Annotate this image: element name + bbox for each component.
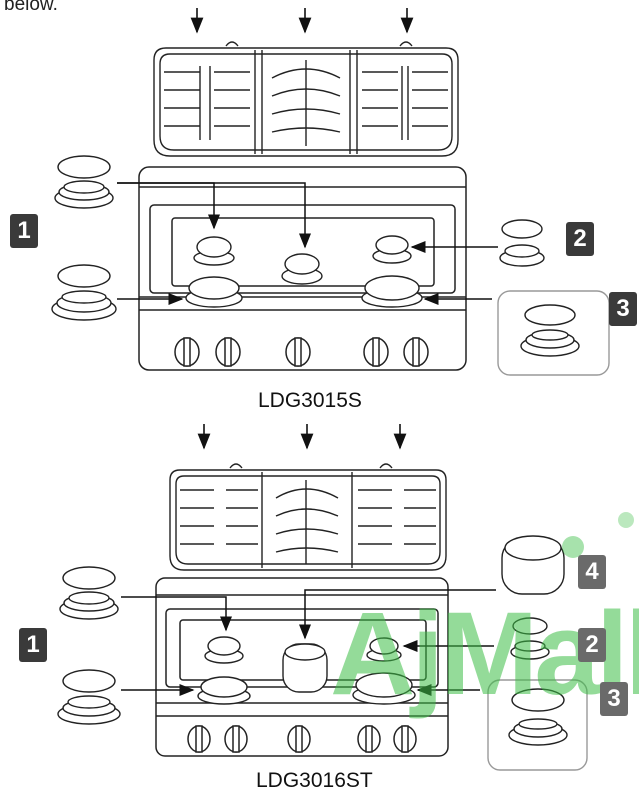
bottom-grate [169, 463, 447, 571]
callout-badge-3: 3 [600, 682, 628, 716]
bottom-knobs [187, 725, 417, 753]
bottom-burners [197, 636, 416, 705]
intro-text: below. [4, 0, 58, 15]
callout-badge-2: 2 [566, 222, 594, 256]
watermark-dot [618, 512, 634, 528]
callout-badge-2: 2 [578, 628, 606, 662]
callout-badge-1: 1 [10, 214, 38, 248]
bottom-down-arrows [197, 424, 407, 450]
top-connector-arrows [117, 182, 498, 305]
model-label-top: LDG3015S [258, 389, 362, 412]
bottom-connector-arrows [121, 589, 496, 696]
callout-badge-1: 1 [19, 628, 47, 662]
callout-badge-4: 4 [578, 555, 606, 589]
top-loose-burner-parts-right [497, 219, 610, 376]
top-loose-burner-parts-left [51, 155, 117, 321]
top-grate [153, 41, 459, 157]
callout-badge-3: 3 [609, 292, 637, 326]
bottom-loose-burner-parts-right [487, 535, 588, 771]
watermark-dot [562, 536, 584, 558]
model-label-bottom: LDG3016ST [256, 769, 373, 792]
top-burners [185, 235, 423, 308]
top-down-arrows [190, 8, 414, 34]
bottom-loose-burner-parts-left [57, 566, 121, 725]
top-knobs [174, 337, 429, 367]
